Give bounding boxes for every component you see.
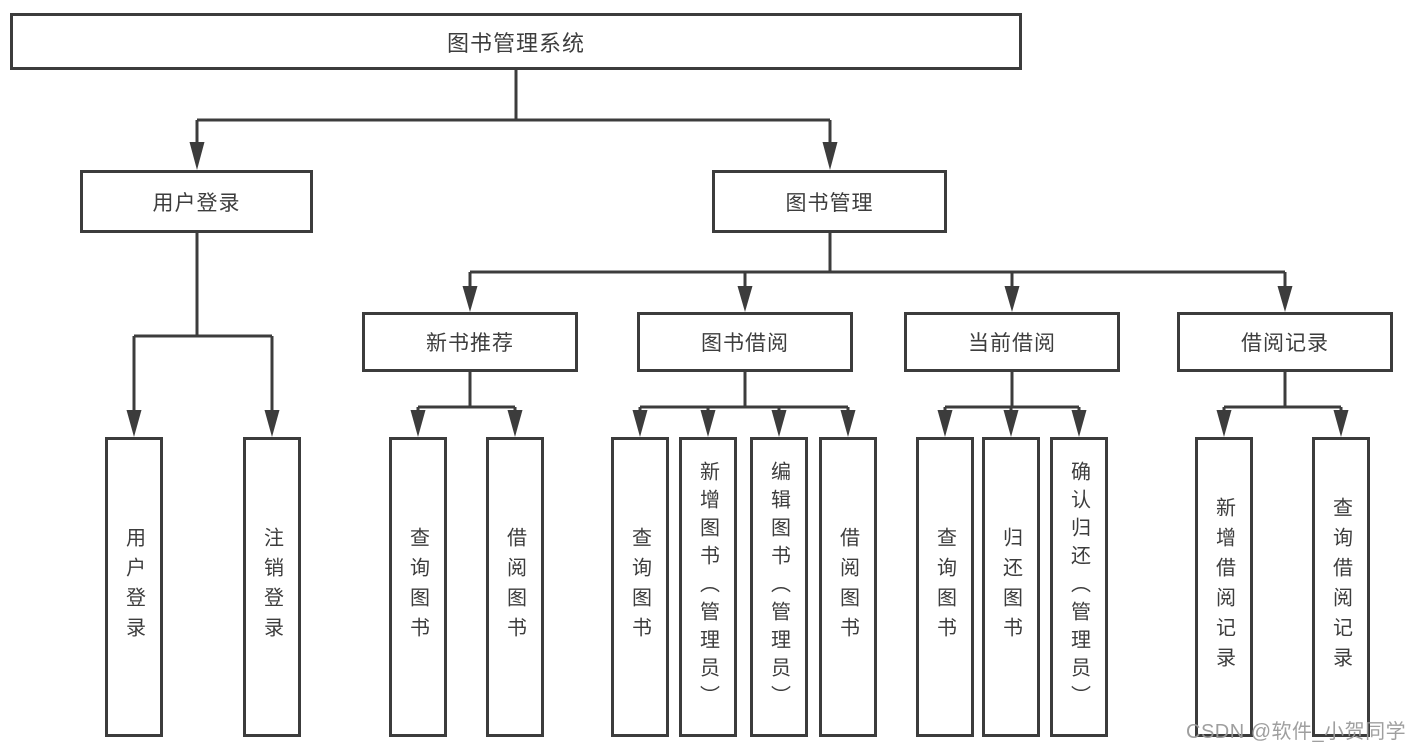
node-leaf-query-books-current: 查询图书 (916, 437, 974, 737)
node-leaf-borrow-books-rec: 借阅图书 (486, 437, 544, 737)
connector-root-to-level2 (195, 70, 832, 152)
csdn-watermark: CSDN @软件_小贺同学 (1186, 721, 1405, 743)
node-leaf-query-books-borrow: 查询图书 (611, 437, 669, 737)
node-leaf-return-books: 归还图书 (982, 437, 1040, 737)
connector-rec-to-leaves (416, 372, 517, 419)
connector-borrow-to-leaves (638, 372, 850, 419)
connector-mgmt-to-level3 (468, 233, 1287, 294)
node-leaf-edit-books-admin: 编辑图书（管理员） (750, 437, 808, 737)
node-leaf-query-borrow-record: 查询借阅记录 (1312, 437, 1370, 737)
node-leaf-query-books-rec: 查询图书 (389, 437, 447, 737)
node-user-login: 用户登录 (80, 170, 313, 233)
node-leaf-add-books-admin: 新增图书（管理员） (679, 437, 737, 737)
connector-login-to-leaves (132, 233, 274, 419)
node-new-book-recommendation: 新书推荐 (362, 312, 578, 372)
node-leaf-borrow-books: 借阅图书 (819, 437, 877, 737)
node-borrowing-records: 借阅记录 (1177, 312, 1393, 372)
node-leaf-add-borrow-record: 新增借阅记录 (1195, 437, 1253, 737)
node-leaf-confirm-return-admin: 确认归还（管理员） (1050, 437, 1108, 737)
connector-record-to-leaves (1222, 372, 1343, 419)
node-root-library-management-system: 图书管理系统 (10, 13, 1022, 70)
node-leaf-user-login: 用户登录 (105, 437, 163, 737)
node-leaf-logout: 注销登录 (243, 437, 301, 737)
node-book-borrowing: 图书借阅 (637, 312, 853, 372)
connector-current-to-leaves (943, 372, 1081, 419)
node-book-management: 图书管理 (712, 170, 947, 233)
node-current-borrowing: 当前借阅 (904, 312, 1120, 372)
